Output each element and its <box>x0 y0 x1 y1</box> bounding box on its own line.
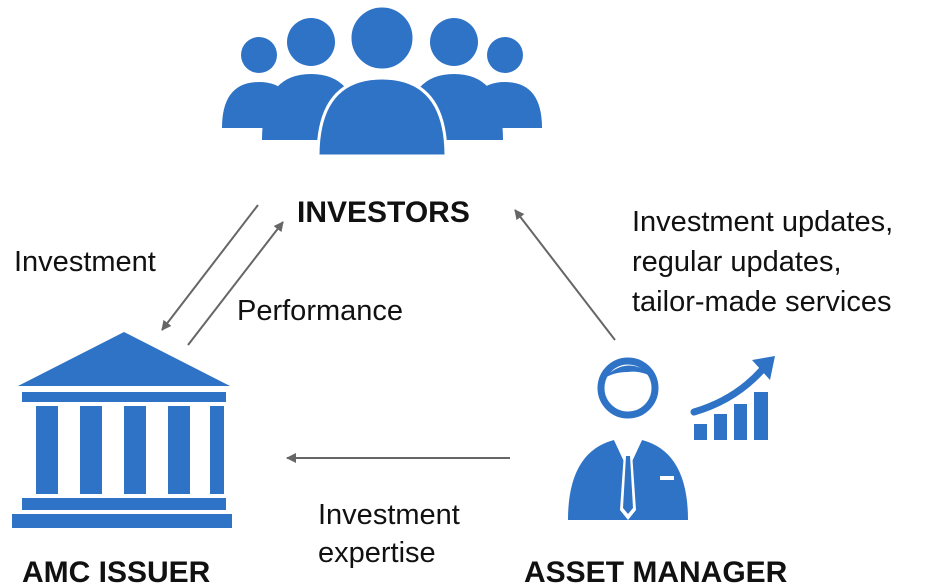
performance-label: Performance <box>237 295 403 327</box>
investment-label: Investment <box>14 246 156 278</box>
updates-label-line-3: tailor-made services <box>632 286 891 318</box>
bank-building-icon <box>12 332 232 528</box>
updates-label-line-1: Investment updates, <box>632 206 893 238</box>
asset-manager-label: ASSET MANAGER <box>524 556 788 587</box>
expertise-label-line-1: Investment <box>318 499 460 531</box>
investment-arrow <box>161 204 259 331</box>
asset-manager-to-investors-arrow <box>514 209 616 341</box>
investors-label: INVESTORS <box>297 196 470 229</box>
updates-label-line-2: regular updates, <box>632 246 842 278</box>
group-of-people-icon <box>222 4 542 158</box>
expertise-label-line-2: expertise <box>318 537 436 569</box>
businessman-growth-chart-icon <box>568 356 775 520</box>
performance-arrow <box>187 221 284 346</box>
amc-issuer-label: AMC ISSUER <box>22 556 211 587</box>
